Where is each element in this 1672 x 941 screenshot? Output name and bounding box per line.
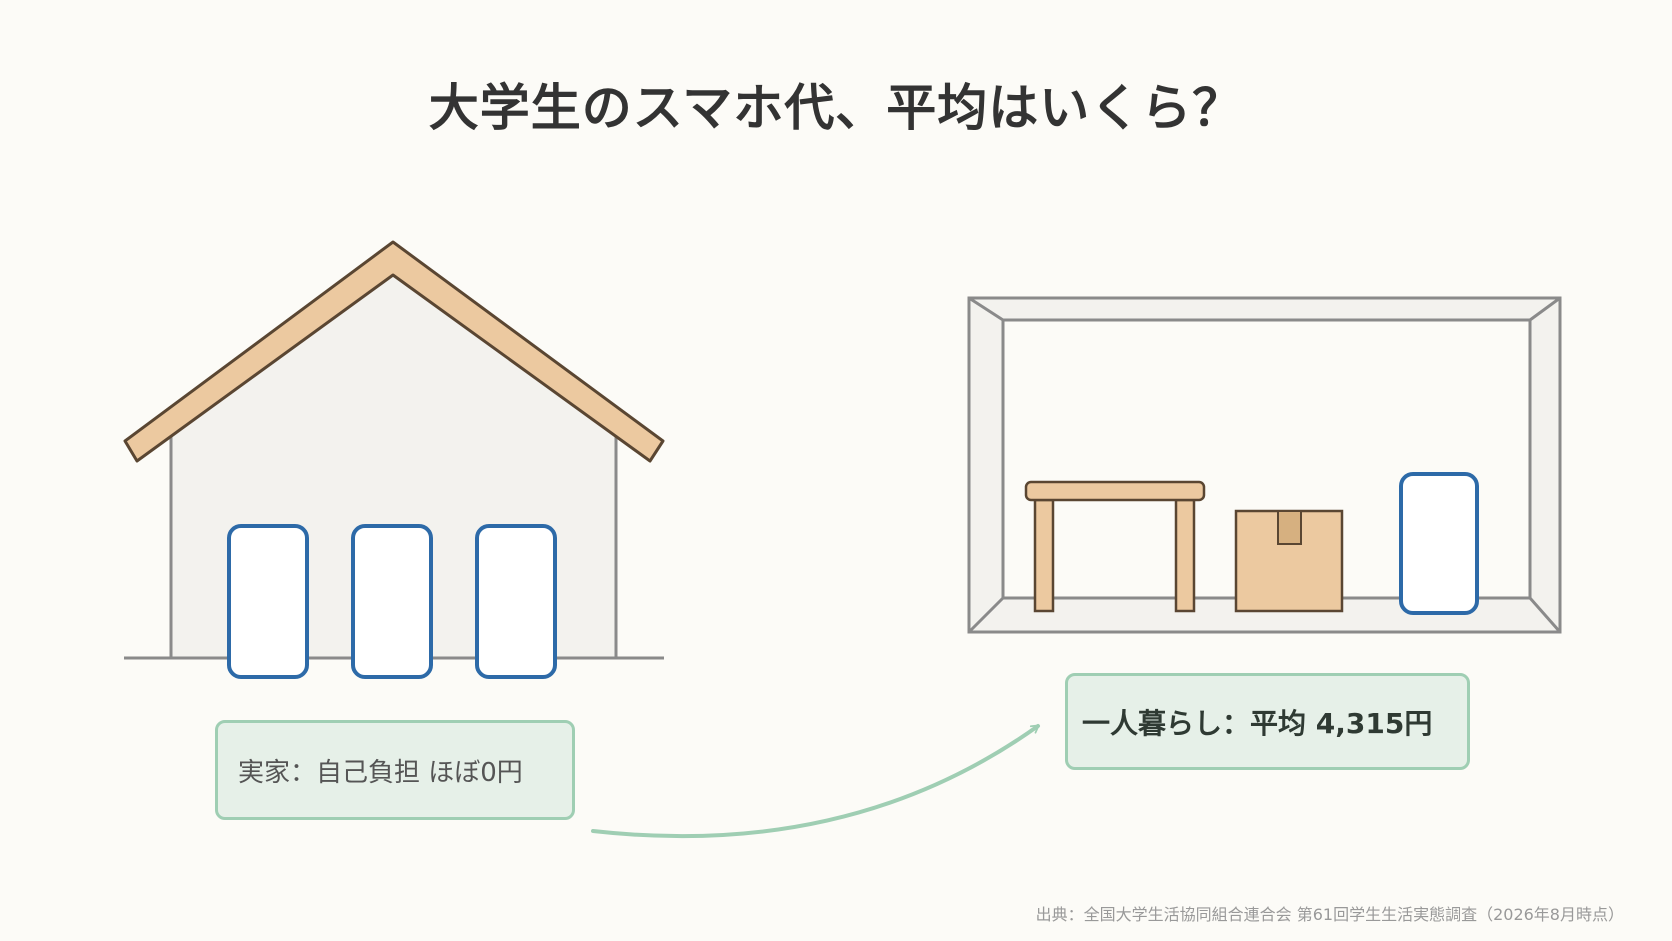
room-corner-line — [968, 296, 1004, 322]
table-icon — [1024, 480, 1206, 613]
smartphone-icon — [1399, 472, 1479, 615]
family-home-label-text: 実家：自己負担 ほぼ0円 — [238, 757, 523, 788]
smartphone-icon — [227, 524, 309, 679]
source-note: 出典：全国大学生活協同組合連合会 第61回学生生活実態調査（2026年8月時点） — [1035, 905, 1624, 924]
room-corner-line — [1529, 296, 1561, 322]
table-leg — [1033, 498, 1055, 613]
living-alone-label-text: 一人暮らし：平均 4,315円 — [1082, 706, 1433, 740]
room-icon — [967, 296, 1562, 634]
room-corner-line — [1528, 597, 1562, 633]
table-leg — [1174, 498, 1196, 613]
living-alone-label: 一人暮らし：平均 4,315円 — [1065, 673, 1470, 770]
table-top — [1024, 480, 1206, 502]
smartphone-icon — [351, 524, 433, 679]
smartphone-icon — [475, 524, 557, 679]
box-tape — [1277, 510, 1302, 545]
house-icon — [123, 240, 665, 679]
cardboard-box-icon — [1234, 509, 1344, 613]
room-corner-line — [967, 596, 1005, 634]
curved-arrow-icon — [591, 724, 1040, 839]
family-home-label: 実家：自己負担 ほぼ0円 — [215, 720, 575, 820]
house-roof — [123, 240, 665, 463]
page-title: 大学生のスマホ代、平均はいくら？ — [428, 79, 1244, 137]
